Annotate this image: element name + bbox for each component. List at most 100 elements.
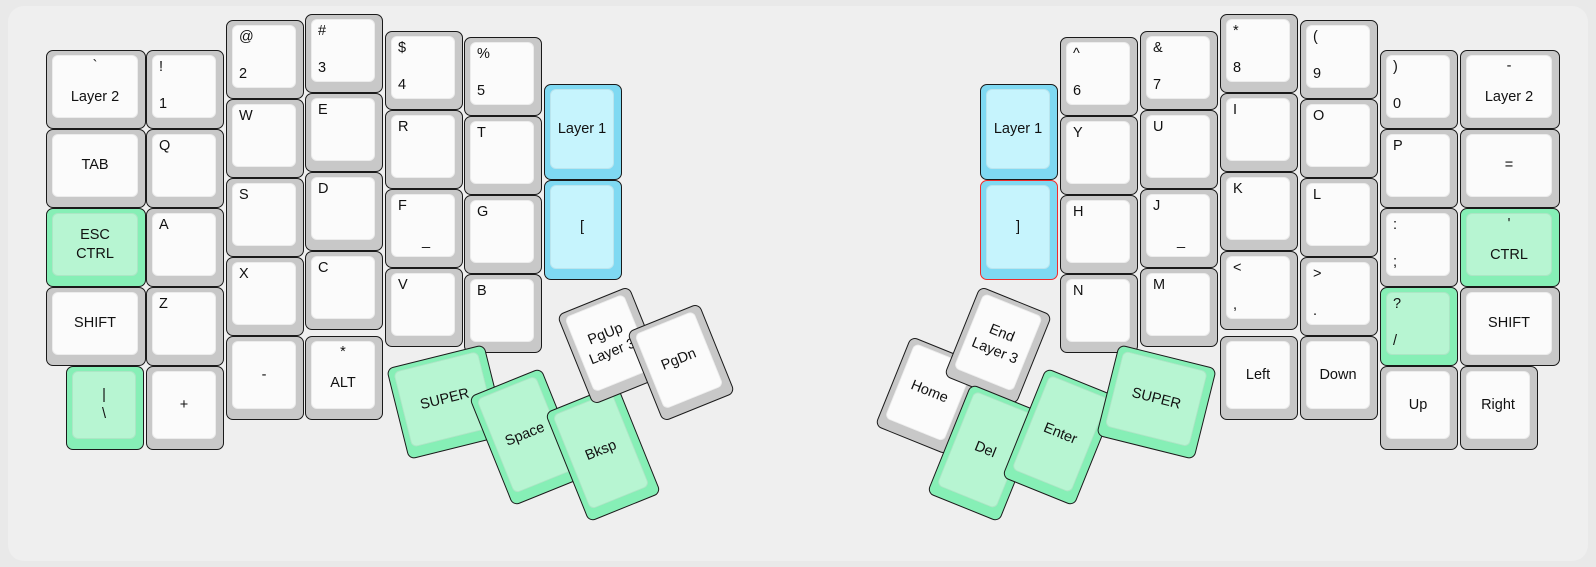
key-l-c3-r4[interactable]: * ALT: [305, 336, 383, 420]
key-l-c5-r0[interactable]: %5: [464, 37, 542, 116]
key-r-c4-r2[interactable]: L: [1300, 178, 1378, 257]
key-l-c2-r0[interactable]: @2: [226, 20, 304, 99]
key-label: H: [1073, 204, 1084, 220]
key-l-c5-r1[interactable]: T: [464, 116, 542, 195]
key-r-c2-r1[interactable]: U: [1140, 110, 1218, 189]
key-r-c6-r3[interactable]: SHIFT: [1460, 287, 1560, 366]
key-r-c3-r3[interactable]: <,: [1220, 251, 1298, 330]
key-r-c5-r4[interactable]: Up: [1380, 366, 1458, 450]
key-l-c3-r1[interactable]: E: [305, 93, 383, 172]
key-l-c4-r1[interactable]: R: [385, 110, 463, 189]
key-r-c4-r1[interactable]: O: [1300, 99, 1378, 178]
key-r-c3-r2[interactable]: K: [1220, 172, 1298, 251]
key-label-bottom: 1: [159, 96, 168, 113]
key-label: =: [1504, 157, 1514, 174]
key-l-c1-r0[interactable]: !1: [146, 50, 224, 129]
key-cap: ]: [986, 185, 1050, 269]
key-r-c3-r4[interactable]: Left: [1220, 336, 1298, 420]
key-l-c0-r1[interactable]: TAB: [46, 129, 146, 208]
key-r-c2-r2[interactable]: J_: [1140, 189, 1218, 268]
key-r-c6-r0[interactable]: -Layer 2: [1460, 50, 1560, 129]
key-r-c2-r3[interactable]: M: [1140, 268, 1218, 347]
key-label-bottom: 6: [1073, 83, 1082, 100]
key-l-c2-r3[interactable]: X: [226, 257, 304, 336]
key-label-top: >: [1313, 266, 1322, 282]
key-cap: Up: [1386, 371, 1450, 439]
key-cap: * ALT: [311, 341, 375, 409]
key-label: Z: [159, 296, 168, 312]
key-l-t2[interactable]: Bksp: [544, 383, 662, 523]
key-r-c6-r1[interactable]: =: [1460, 129, 1560, 208]
key-cap: ?/: [1386, 292, 1450, 355]
key-r-c1-r2[interactable]: H: [1060, 195, 1138, 274]
key-r-c4-r3[interactable]: >.: [1300, 257, 1378, 336]
key-label: PgDn: [659, 345, 699, 374]
key-r-c6-r4[interactable]: Right: [1460, 366, 1538, 450]
key-l-c4-r3[interactable]: V: [385, 268, 463, 347]
key-r-c5-r3[interactable]: ?/: [1380, 287, 1458, 366]
key-l-c4-r2[interactable]: F_: [385, 189, 463, 268]
key-l-c3-r3[interactable]: C: [305, 251, 383, 330]
key-cap: F_: [391, 194, 455, 257]
key-cap: ^6: [1066, 42, 1130, 105]
key-cap: Z: [152, 292, 216, 355]
key-l-c1-r3[interactable]: Z: [146, 287, 224, 366]
key-label: -: [261, 366, 267, 383]
key-r-c2-r0[interactable]: &7: [1140, 31, 1218, 110]
key-label: T: [477, 125, 486, 141]
key-l-c1-r4[interactable]: +: [146, 366, 224, 450]
key-l-c0-r3[interactable]: SHIFT: [46, 287, 146, 366]
key-l-c2-r4[interactable]: -: [226, 336, 304, 420]
key-cap: O: [1306, 104, 1370, 167]
key-l-c0-r4[interactable]: |\: [66, 366, 144, 450]
homing-bump-indicator: _: [1176, 233, 1186, 250]
key-r-c3-r1[interactable]: I: [1220, 93, 1298, 172]
key-l-c2-r2[interactable]: S: [226, 178, 304, 257]
key-label-top: &: [1153, 40, 1163, 56]
key-l-c0-r0[interactable]: `Layer 2: [46, 50, 146, 129]
key-l-c1-r1[interactable]: Q: [146, 129, 224, 208]
key-r-c5-r2[interactable]: :;: [1380, 208, 1458, 287]
key-r-c5-r0[interactable]: )0: [1380, 50, 1458, 129]
key-r-c0-r1[interactable]: ]: [980, 180, 1058, 280]
key-label: F: [398, 198, 407, 214]
key-cap: Enter: [1011, 374, 1109, 494]
key-cap: U: [1146, 115, 1210, 178]
key-label-bottom: 2: [239, 66, 248, 83]
key-label-top: ?: [1393, 296, 1402, 312]
key-l-c2-r1[interactable]: W: [226, 99, 304, 178]
key-label: Y: [1073, 125, 1083, 141]
key-l-c3-r0[interactable]: #3: [305, 14, 383, 93]
key-l-c1-r2[interactable]: A: [146, 208, 224, 287]
key-label: B: [477, 283, 487, 299]
key-label-bottom: 8: [1233, 60, 1242, 77]
key-r-c4-r0[interactable]: (9: [1300, 20, 1378, 99]
key-r-c1-r0[interactable]: ^6: [1060, 37, 1138, 116]
key-l-c3-r2[interactable]: D: [305, 172, 383, 251]
key-label: Del: [972, 438, 999, 462]
key-label: ALT: [330, 374, 356, 391]
key-l-c4-r0[interactable]: $4: [385, 31, 463, 110]
key-label: SHIFT: [74, 315, 116, 332]
key-r-t4[interactable]: SUPER: [1096, 344, 1217, 460]
key-label-top: <: [1233, 260, 1242, 276]
key-l-c6-r1[interactable]: [: [544, 180, 622, 280]
key-r-c6-r2[interactable]: 'CTRL: [1460, 208, 1560, 287]
key-label-bottom: 0: [1393, 96, 1402, 113]
key-r-c1-r1[interactable]: Y: [1060, 116, 1138, 195]
key-l-c6-r0[interactable]: Layer 1: [544, 84, 622, 180]
key-r-c1-r3[interactable]: N: [1060, 274, 1138, 353]
key-label-top: *: [340, 344, 346, 360]
key-r-c5-r1[interactable]: P: [1380, 129, 1458, 208]
key-label-top: !: [159, 59, 164, 75]
key-l-c5-r3[interactable]: B: [464, 274, 542, 353]
key-r-c4-r4[interactable]: Down: [1300, 336, 1378, 420]
key-l-c5-r2[interactable]: G: [464, 195, 542, 274]
key-cap: :;: [1386, 213, 1450, 276]
key-cap: J_: [1146, 194, 1210, 257]
key-r-c3-r0[interactable]: *8: [1220, 14, 1298, 93]
key-r-c0-r0[interactable]: Layer 1: [980, 84, 1058, 180]
